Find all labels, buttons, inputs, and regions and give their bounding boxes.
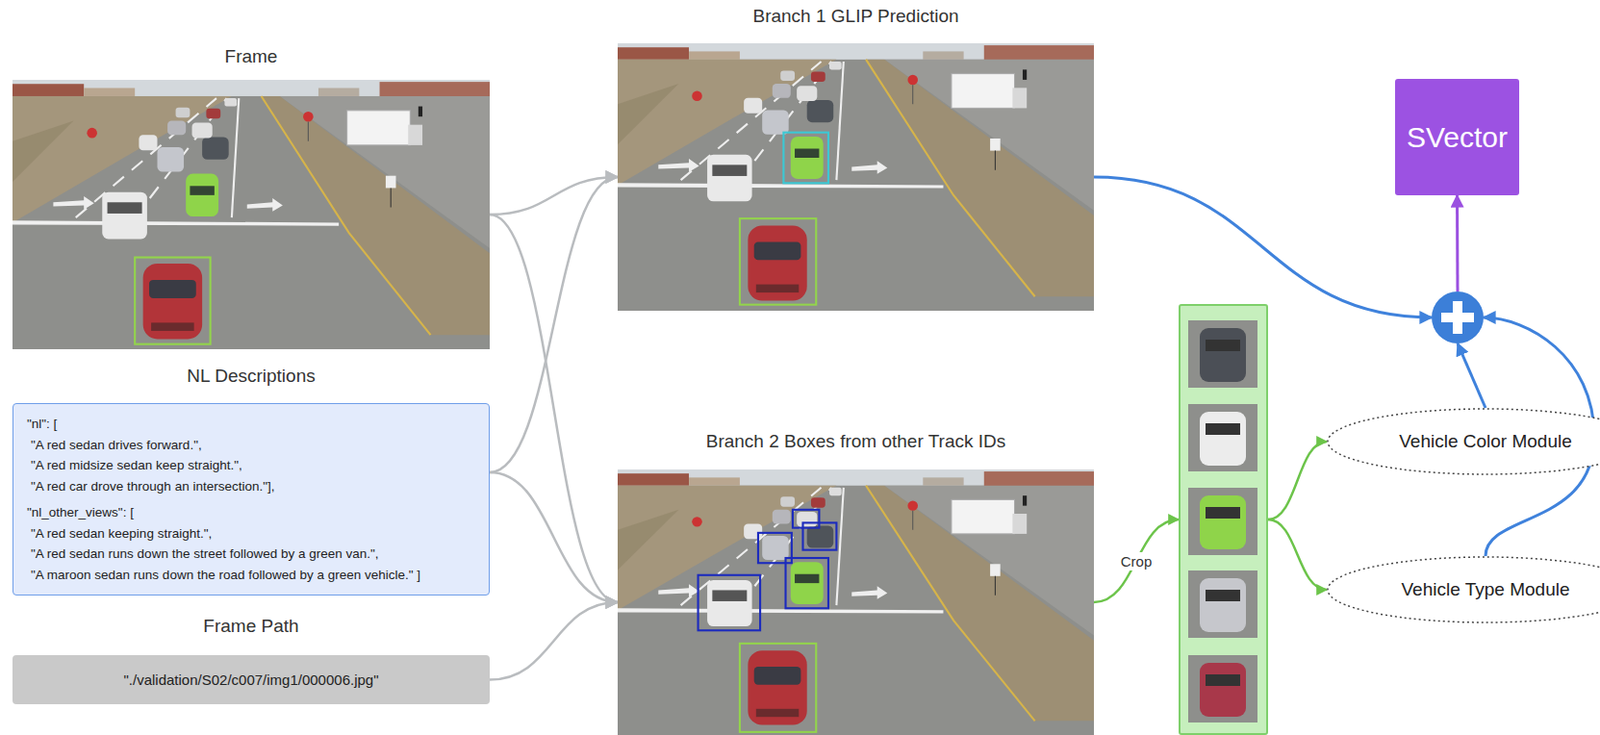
connector (1457, 343, 1486, 408)
crop-thumbnail (1188, 655, 1258, 723)
connector (1455, 195, 1460, 292)
connector (1268, 519, 1327, 590)
text-line: "A red car drove through an intersection… (26, 476, 482, 498)
connector (489, 602, 618, 681)
text-line: "A red sedan keeping straight.", (26, 523, 482, 545)
plus-bar (1452, 301, 1463, 334)
traffic-photo (617, 43, 1094, 311)
module-ellipse: Vehicle Type Module (1326, 556, 1600, 624)
text-box: "nl": ["A red sedan drives forward.","A … (12, 403, 490, 596)
sum-circle (1431, 291, 1484, 344)
connector (1093, 177, 1432, 318)
heading: Frame (12, 42, 490, 72)
bounding-box (783, 132, 829, 184)
crop-windshield (1205, 674, 1241, 686)
connector (489, 472, 618, 603)
heading: Branch 2 Boxes from other Track IDs (617, 427, 1094, 457)
connector (1268, 441, 1327, 520)
module-ellipse: Vehicle Color Module (1326, 407, 1600, 476)
output-box: SVector (1395, 78, 1520, 196)
sum-symbol (1431, 291, 1484, 344)
traffic-scene (617, 43, 1094, 311)
bounding-box (739, 218, 816, 305)
photo (12, 79, 490, 350)
text-line: "A red midsize sedan keep straight.", (26, 455, 482, 477)
edge-label: Crop (1117, 552, 1156, 571)
bounding-box (758, 533, 792, 563)
connector (1093, 519, 1179, 603)
crop-car (1199, 328, 1246, 382)
connector (489, 214, 618, 603)
box-label: SVector (1406, 121, 1508, 154)
text-line: "A maroon sedan runs down the road follo… (26, 564, 482, 586)
bounding-box (792, 509, 820, 529)
crop-car (1199, 662, 1246, 717)
photo-panel: Branch 1 GLIP Prediction (617, 1, 1094, 311)
photo-panel: Branch 2 Boxes from other Track IDs (617, 427, 1094, 735)
text-line: "A red sedan runs down the street follow… (26, 543, 482, 565)
module-label: Vehicle Color Module (1326, 407, 1600, 476)
photo (617, 43, 1094, 311)
connector (489, 177, 618, 215)
crop-thumbnail (1188, 320, 1258, 388)
crop-car (1199, 578, 1246, 633)
photo-panel: Frame (12, 42, 490, 350)
crop-thumbnails (1180, 305, 1267, 734)
traffic-photo (617, 469, 1094, 735)
crop-windshield (1205, 589, 1241, 602)
crop-windshield (1205, 423, 1241, 435)
text-line: "A red sedan drives forward.", (26, 434, 482, 457)
connector (489, 177, 618, 473)
crop-thumbnail (1188, 404, 1258, 472)
crop-windshield (1205, 339, 1241, 352)
crop-windshield (1205, 507, 1241, 519)
crop-thumbnail (1188, 487, 1258, 556)
text-panel: Frame Path "./validation/S02/c007/img1/00… (12, 611, 490, 705)
ellipse-shape (1327, 408, 1600, 475)
crop-thumbnail (1188, 570, 1258, 638)
crop-strip (1178, 304, 1269, 735)
bounding-box (134, 257, 210, 345)
bounding-box (698, 575, 762, 632)
text-panel: NL Descriptions "nl": ["A red sedan drive… (12, 361, 490, 596)
module-label: Vehicle Type Module (1326, 556, 1600, 624)
traffic-scene (617, 469, 1094, 735)
crop-car (1199, 495, 1246, 550)
heading: Frame Path (12, 611, 490, 641)
bounding-box (786, 558, 829, 609)
sum-node (1431, 291, 1484, 344)
crop-car (1199, 411, 1246, 466)
traffic-scene (12, 79, 490, 350)
text-line: "nl_other_views": [ (26, 502, 482, 524)
text-line: "nl": [ (26, 413, 482, 435)
text-line: "./validation/S02/c007/img1/000006.jpg" (124, 670, 380, 690)
photo (617, 469, 1094, 735)
bounding-box (739, 643, 816, 733)
ellipse-shape (1327, 557, 1600, 623)
heading: NL Descriptions (12, 361, 490, 391)
heading: Branch 1 GLIP Prediction (617, 1, 1094, 31)
traffic-photo (12, 79, 490, 350)
text-box: "./validation/S02/c007/img1/000006.jpg" (12, 655, 490, 705)
